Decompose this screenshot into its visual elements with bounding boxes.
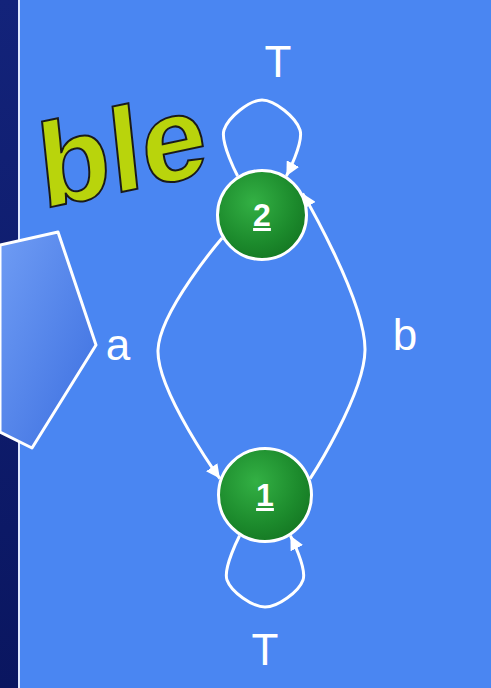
arrow-shape [0, 232, 96, 448]
state-circle: 2 [216, 169, 308, 261]
transition-arrow [226, 536, 303, 607]
state-circle: 1 [217, 447, 313, 543]
transition-label: b [393, 313, 417, 357]
transition-arrow [303, 193, 365, 478]
transition-arrow [158, 238, 222, 479]
transition-arrow [223, 100, 300, 176]
transition-label: a [106, 323, 130, 367]
state-number: 1 [256, 477, 274, 514]
state-number: 2 [253, 197, 271, 234]
transition-label: T [265, 40, 292, 84]
transition-label: T [252, 628, 279, 672]
word-art: ble [32, 73, 211, 226]
